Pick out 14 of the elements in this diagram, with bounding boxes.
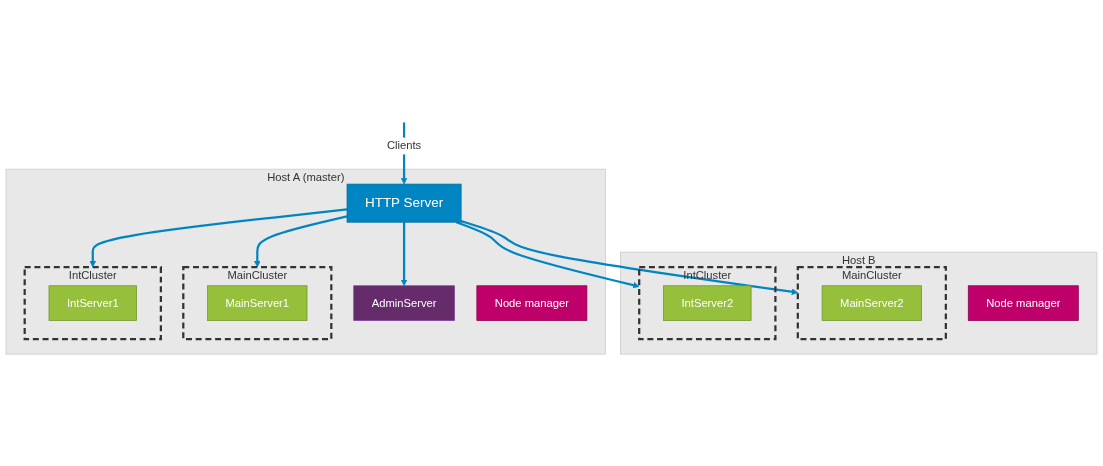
node-box: Node manager [476, 285, 588, 321]
arrow [400, 222, 408, 286]
node-box: AdminServer [353, 285, 455, 321]
node-box: MainServer1 [207, 285, 308, 321]
arrow [254, 215, 348, 268]
node-box: Node manager [967, 285, 1079, 321]
arrow [455, 221, 640, 289]
node-box: HTTP Server [346, 183, 462, 223]
edge-label: Clients [386, 138, 422, 152]
arrow [89, 208, 348, 268]
node-box: IntServer2 [663, 285, 752, 321]
node-box: IntServer1 [48, 285, 137, 321]
node-box: MainServer2 [821, 285, 922, 321]
arrow [460, 219, 799, 295]
